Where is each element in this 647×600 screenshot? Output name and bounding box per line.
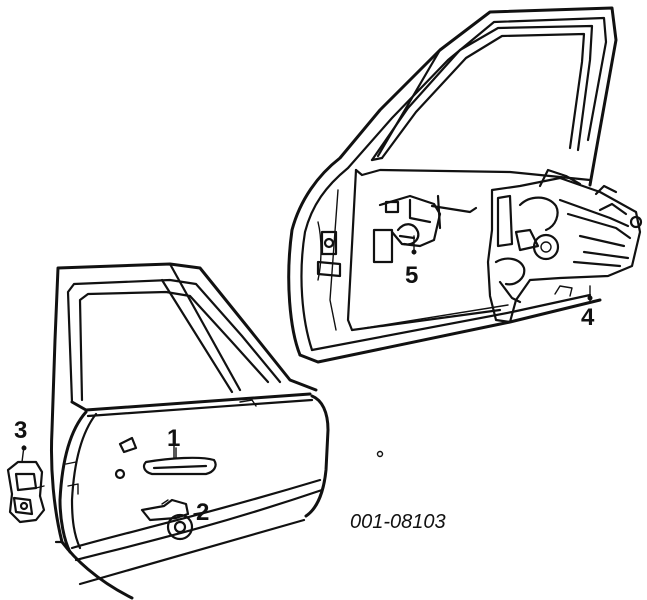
door-lock-actuator [6,445,46,524]
door-latch-assembly [372,194,478,264]
callout-5: 5 [405,262,418,289]
callout-3: 3 [14,417,27,444]
outside-door-handle [142,445,217,476]
window-regulator [486,168,643,324]
part-code: 001-08103 [350,511,446,533]
callout-2: 2 [196,499,209,526]
door-lock-cylinder [140,498,207,541]
upper-door-frame [287,6,618,364]
leader-lines-upper [411,235,593,303]
callout-4: 4 [581,304,595,331]
leader-lines-lower [21,445,177,459]
callout-1: 1 [167,425,180,452]
